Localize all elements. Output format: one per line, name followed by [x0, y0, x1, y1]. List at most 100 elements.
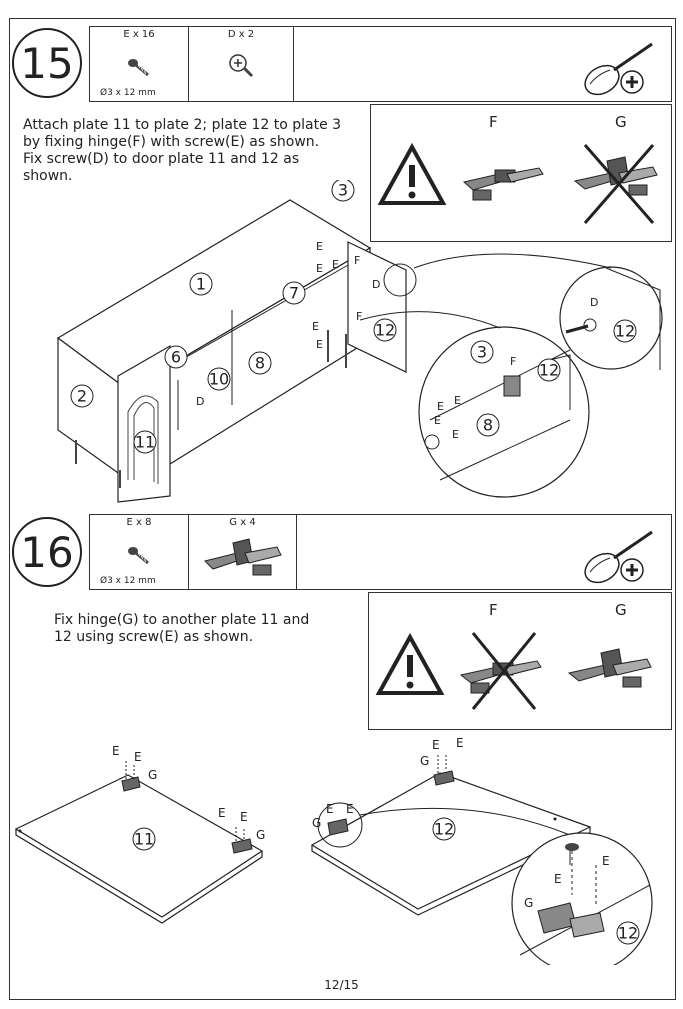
hinge-g-label: G: [420, 754, 429, 768]
part-label: E x 16: [123, 29, 155, 40]
step-16-plates-diagram: 11 12 12 E E G E E G E E G G E E E E G: [14, 736, 653, 965]
step-15-number: 15: [12, 28, 82, 98]
svg-text:1: 1: [196, 275, 206, 294]
part-label: D x 2: [227, 29, 255, 40]
hinge-f-label: F: [356, 310, 362, 323]
hinge-f-label: F: [354, 254, 360, 267]
screw-e-label: E: [602, 854, 610, 868]
step-16-instruction: Fix hinge(G) to another plate 11 and 12 …: [54, 612, 310, 645]
step-15-instruction: Attach plate 11 to plate 2; plate 12 to …: [23, 117, 342, 184]
plate-number-3-detail: 3: [470, 340, 494, 364]
part-spec: Ø3 x 12 mm: [100, 576, 156, 586]
screw-e-label: E: [432, 738, 440, 752]
step-15-warning-box: F G: [370, 104, 672, 242]
plate-number-12-zoom: 12: [613, 319, 637, 343]
svg-text:12: 12: [615, 322, 635, 341]
hinge-g-label: G: [312, 816, 321, 830]
part-label: G x 4: [229, 517, 256, 528]
hinge-f-icon: [462, 167, 544, 201]
screw-e-label: E: [316, 240, 323, 253]
screw-e-label: E: [112, 744, 120, 758]
plate-number-12-zoom: 12: [616, 921, 640, 945]
svg-text:2: 2: [77, 387, 87, 406]
svg-text:11: 11: [135, 433, 155, 452]
plate-number-12-detail: 12: [537, 358, 561, 382]
plate-number-8-detail: 8: [476, 413, 500, 437]
screw-e-label: E: [316, 338, 323, 351]
screw-icon: [128, 59, 149, 77]
plate-number-12: 12: [432, 817, 456, 841]
hinge-g-label: G: [148, 768, 157, 782]
hinge-g-label: G: [615, 601, 627, 619]
hinge-g-label: G: [256, 828, 265, 842]
page-number: 12/15: [324, 978, 359, 992]
hinge-icon: [204, 538, 282, 576]
dowel-screw-icon: [229, 54, 254, 78]
screw-e-label: E: [456, 736, 464, 750]
step-16-number: 16: [12, 517, 82, 587]
screw-e-label: E: [218, 806, 226, 820]
plate-number-11: 11: [132, 827, 156, 851]
part-cell-screw-d: D x 2: [189, 27, 294, 101]
screw-e-label: E: [437, 400, 444, 413]
plate-number-8: 8: [248, 351, 272, 375]
step-15-cabinet-diagram: 1 2 3 6 7 8 10 11 12 3 12 8 12 E E E F D…: [56, 180, 663, 503]
screw-e-label: E: [454, 394, 461, 407]
screw-e-label: E: [452, 428, 459, 441]
svg-text:7: 7: [289, 284, 299, 303]
plate-number-10: 10: [207, 367, 231, 391]
screw-icon: [128, 547, 149, 565]
warning-icon: [377, 143, 447, 205]
hinge-f-label: F: [510, 355, 516, 368]
svg-text:6: 6: [171, 348, 181, 367]
hinge-g-icon: [567, 648, 652, 688]
plate-number-1: 1: [189, 272, 213, 296]
page-frame: [9, 18, 676, 1000]
plate-number-7: 7: [282, 281, 306, 305]
hinge-g-label: G: [524, 896, 533, 910]
screw-e-label: E: [332, 258, 339, 271]
plate-number-11: 11: [133, 430, 157, 454]
screw-e-label: E: [326, 802, 334, 816]
hinge-g-crossed-icon: [573, 144, 658, 224]
screw-d-label: D: [590, 296, 598, 309]
svg-text:8: 8: [255, 354, 265, 373]
screw-e-label: E: [434, 414, 441, 427]
svg-text:12: 12: [539, 361, 559, 380]
part-cell-screw-e: E x 8 Ø3 x 12 mm: [90, 515, 189, 589]
screw-d-label: D: [196, 395, 204, 408]
screw-e-label: E: [346, 802, 354, 816]
part-spec: Ø3 x 12 mm: [100, 88, 156, 98]
part-cell-hinge-g: G x 4: [189, 515, 297, 589]
plate-number-12: 12: [373, 318, 397, 342]
plate-number-6: 6: [164, 345, 188, 369]
screw-e-label: E: [312, 320, 319, 333]
screw-e-label: E: [134, 750, 142, 764]
part-label: E x 8: [126, 517, 152, 528]
plate-number-3: 3: [331, 180, 355, 202]
hinge-f-label: F: [489, 113, 498, 131]
svg-text:12: 12: [434, 820, 454, 839]
phillips-screwdriver-icon: [584, 42, 653, 96]
step-15-parts-bar: E x 16 Ø3 x 12 mm D x 2: [89, 26, 672, 102]
svg-text:12: 12: [618, 924, 638, 943]
hinge-g-label: G: [615, 113, 627, 131]
part-cell-screw-e: E x 16 Ø3 x 12 mm: [90, 27, 189, 101]
screw-d-label: D: [372, 278, 380, 291]
screw-e-label: E: [316, 262, 323, 275]
step-16-parts-bar: E x 8 Ø3 x 12 mm G x 4: [89, 514, 672, 590]
svg-text:8: 8: [483, 416, 493, 435]
svg-text:3: 3: [338, 181, 348, 200]
hinge-f-crossed-icon: [459, 632, 542, 710]
step-16-warning-box: F G: [368, 592, 672, 730]
screw-e-label: E: [240, 810, 248, 824]
screw-e-label: E: [554, 872, 562, 886]
svg-text:10: 10: [209, 370, 229, 389]
warning-icon: [375, 633, 445, 695]
svg-text:11: 11: [134, 830, 154, 849]
hinge-f-label: F: [489, 601, 498, 619]
phillips-screwdriver-icon: [584, 530, 653, 584]
plate-number-2: 2: [70, 384, 94, 408]
svg-text:3: 3: [477, 343, 487, 362]
svg-text:12: 12: [375, 321, 395, 340]
